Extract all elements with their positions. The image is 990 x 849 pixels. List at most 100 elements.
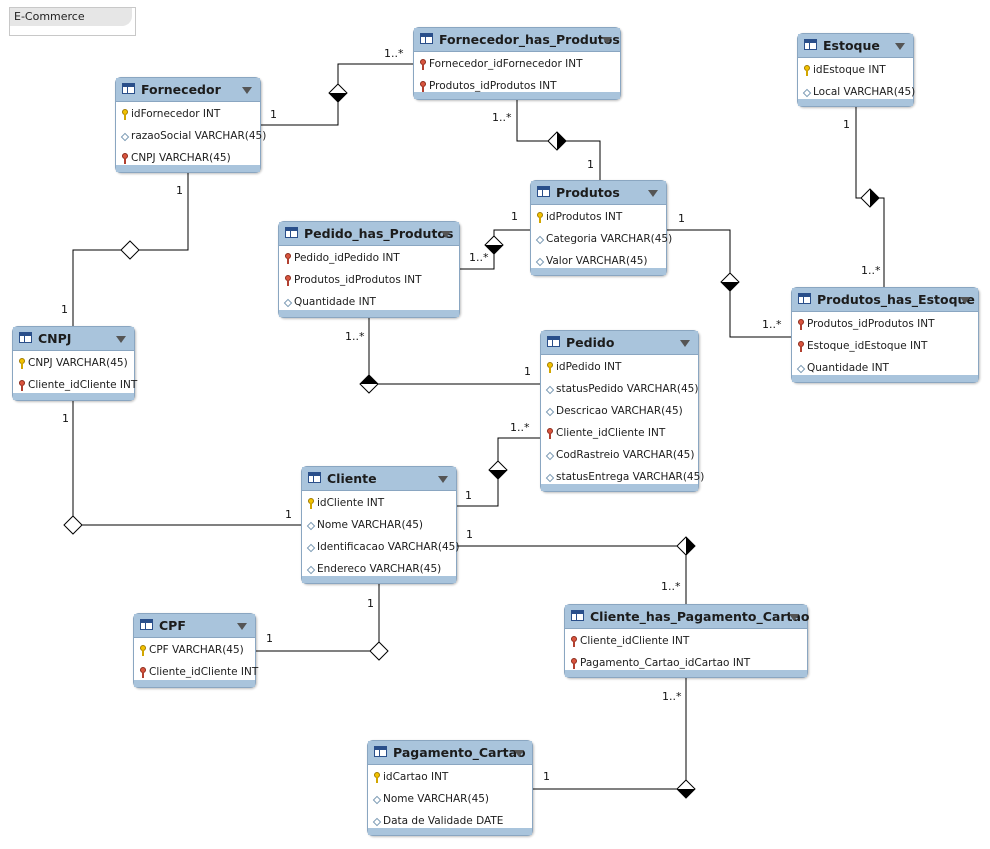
collapse-arrow-icon[interactable] xyxy=(960,297,970,304)
column-row[interactable]: Valor VARCHAR(45) xyxy=(531,251,666,273)
cardinality-label: 1 xyxy=(466,528,473,541)
collapse-arrow-icon[interactable] xyxy=(602,37,612,44)
column-row[interactable]: Quantidade INT xyxy=(279,292,459,314)
column-row[interactable]: Produtos_idProdutos INT xyxy=(792,314,978,336)
cardinality-label: 1..* xyxy=(345,330,365,343)
collapse-arrow-icon[interactable] xyxy=(680,340,690,347)
primary-key-icon xyxy=(140,645,146,656)
column-row[interactable]: Categoria VARCHAR(45) xyxy=(531,229,672,251)
column-row[interactable]: Cliente_idCliente INT xyxy=(565,631,807,653)
column-row[interactable]: Estoque_idEstoque INT xyxy=(792,336,978,358)
column-row[interactable]: Nome VARCHAR(45) xyxy=(302,515,456,537)
column-row[interactable]: idPedido INT xyxy=(541,357,698,379)
entity-header[interactable]: Pedido xyxy=(541,331,698,355)
relationship-diamond[interactable] xyxy=(120,240,140,260)
relationship-diamond[interactable] xyxy=(676,536,696,556)
entity-header[interactable]: Pagamento_Cartao xyxy=(368,741,532,765)
column-row[interactable]: Quantidade INT xyxy=(792,358,978,380)
column-row[interactable]: idCliente INT xyxy=(302,493,456,515)
column-row[interactable]: Pedido_idPedido INT xyxy=(279,248,459,270)
column-row[interactable]: Cliente_idCliente INT xyxy=(134,662,258,684)
relationship-diamond[interactable] xyxy=(328,83,348,103)
collapse-arrow-icon[interactable] xyxy=(648,190,658,197)
collapse-arrow-icon[interactable] xyxy=(441,231,451,238)
entity-footer xyxy=(368,828,532,835)
entity-footer xyxy=(541,484,698,491)
entity-header[interactable]: Produtos xyxy=(531,181,666,205)
entity-header[interactable]: Produtos_has_Estoque xyxy=(792,288,978,312)
column-row[interactable]: idEstoque INT xyxy=(798,60,913,82)
column-row[interactable]: Endereco VARCHAR(45) xyxy=(302,559,456,581)
attribute-icon xyxy=(306,521,316,531)
relationship-diamond[interactable] xyxy=(720,272,740,292)
collapse-arrow-icon[interactable] xyxy=(242,87,252,94)
column-row[interactable]: Data de Validade DATE xyxy=(368,811,532,833)
relationship-diamond[interactable] xyxy=(676,779,696,799)
entity-header[interactable]: Cliente_has_Pagamento_Cartao xyxy=(565,605,809,629)
column-row[interactable]: statusPedido VARCHAR(45) xyxy=(541,379,698,401)
entity-header[interactable]: Cliente xyxy=(302,467,456,491)
cardinality-label: 1 xyxy=(176,184,183,197)
entity-cnpj[interactable]: CNPJ CNPJ VARCHAR(45)Cliente_idCliente IN… xyxy=(12,326,137,401)
primary-key-icon xyxy=(374,772,380,783)
entity-header[interactable]: Estoque xyxy=(798,34,913,58)
collapse-arrow-icon[interactable] xyxy=(789,614,799,621)
column-text: Produtos_idProdutos INT xyxy=(807,318,935,330)
column-row[interactable]: idFornecedor INT xyxy=(116,104,260,126)
column-row[interactable]: Pagamento_Cartao_idCartao INT xyxy=(565,653,807,675)
column-row[interactable]: CPF VARCHAR(45) xyxy=(134,640,255,662)
column-row[interactable]: CodRastreio VARCHAR(45) xyxy=(541,445,698,467)
relationship-diamond[interactable] xyxy=(369,641,389,661)
primary-key-icon xyxy=(308,498,314,509)
column-row[interactable]: Descricao VARCHAR(45) xyxy=(541,401,698,423)
column-row[interactable]: CNPJ VARCHAR(45) xyxy=(116,148,260,170)
collapse-arrow-icon[interactable] xyxy=(237,623,247,630)
relationship-diamond[interactable] xyxy=(359,374,379,394)
collapse-arrow-icon[interactable] xyxy=(514,750,524,757)
line-cliente-cpf xyxy=(256,584,380,652)
entity-header[interactable]: CPF xyxy=(134,614,255,638)
column-row[interactable]: CNPJ VARCHAR(45) xyxy=(13,353,134,375)
collapse-arrow-icon[interactable] xyxy=(116,336,126,343)
relationship-diamond[interactable] xyxy=(547,131,567,151)
relationship-diamond[interactable] xyxy=(488,460,508,480)
entity-header[interactable]: Fornecedor xyxy=(116,78,260,102)
column-row[interactable]: Nome VARCHAR(45) xyxy=(368,789,532,811)
column-row[interactable]: razaoSocial VARCHAR(45) xyxy=(116,126,266,148)
column-row[interactable]: idCartao INT xyxy=(368,767,532,789)
column-text: Pedido_idPedido INT xyxy=(294,252,400,264)
column-row[interactable]: idProdutos INT xyxy=(531,207,666,229)
entity-header[interactable]: Fornecedor_has_Produtos xyxy=(414,28,620,52)
column-row[interactable]: Produtos_idProdutos INT xyxy=(414,76,620,98)
column-row[interactable]: Fornecedor_idFornecedor INT xyxy=(414,54,620,76)
column-row[interactable]: Identificacao VARCHAR(45) xyxy=(302,537,459,559)
relationship-diamond[interactable] xyxy=(63,515,83,535)
column-row[interactable]: Cliente_idCliente INT xyxy=(541,423,698,445)
column-row[interactable]: Local VARCHAR(45) xyxy=(798,82,915,104)
entity-header[interactable]: Pedido_has_Produtos xyxy=(279,222,459,246)
attribute-icon xyxy=(306,543,316,553)
entity-footer xyxy=(531,268,666,275)
column-row[interactable]: Produtos_idProdutos INT xyxy=(279,270,459,292)
collapse-arrow-icon[interactable] xyxy=(895,43,905,50)
entity-name: CNPJ xyxy=(38,331,72,346)
relationship-diamond[interactable] xyxy=(860,188,880,208)
column-row[interactable]: statusEntrega VARCHAR(45) xyxy=(541,467,704,489)
column-row[interactable]: Cliente_idCliente INT xyxy=(13,375,137,397)
attribute-icon xyxy=(545,385,555,395)
layer-tag[interactable]: E-Commerce xyxy=(9,7,136,36)
entity-header[interactable]: CNPJ xyxy=(13,327,134,351)
relationship-diamond[interactable] xyxy=(484,235,504,255)
collapse-arrow-icon[interactable] xyxy=(438,476,448,483)
